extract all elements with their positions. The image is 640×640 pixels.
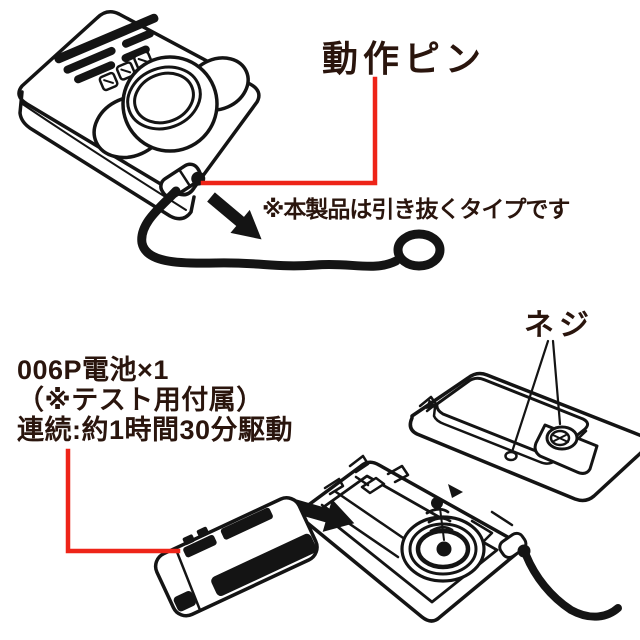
strap-cord-illustration [137,186,445,271]
battery-note: 006P電池×1 （※テスト用付属） 連続:約1時間30分駆動 [17,355,293,445]
screw-leader-lines [510,339,562,454]
pin-label: 動作ピン [322,38,487,79]
internal-siren-illustration [400,515,486,583]
screw-illustration [545,425,579,451]
red-leader-lines [65,76,378,554]
battery-note-line1: 006P電池×1 [17,355,169,385]
device-label-stripes [54,13,159,84]
pull-type-note: ※本製品は引き抜くタイプです [262,196,570,222]
device-logo-marks [98,50,153,92]
screw-label: ネジ [524,309,594,342]
bottom-cord [522,551,622,621]
siren-speaker-illustration [92,55,250,160]
insert-direction-arrow-icon [285,497,355,532]
back-cover-illustration [408,371,640,503]
alarm-device-illustration [17,10,261,221]
ink-art-group [17,10,640,623]
battery-note-line3: 連続:約1時間30分駆動 [17,415,294,445]
pin-leader-line [200,76,378,186]
screw-hole [504,450,518,462]
battery-illustration [153,496,319,618]
battery-leader-line [65,448,181,554]
battery-note-line2: （※テスト用付属） [17,385,264,415]
pull-direction-arrow-icon [207,192,262,240]
spring-and-screw-post [425,484,463,541]
open-case-illustration [298,454,622,623]
